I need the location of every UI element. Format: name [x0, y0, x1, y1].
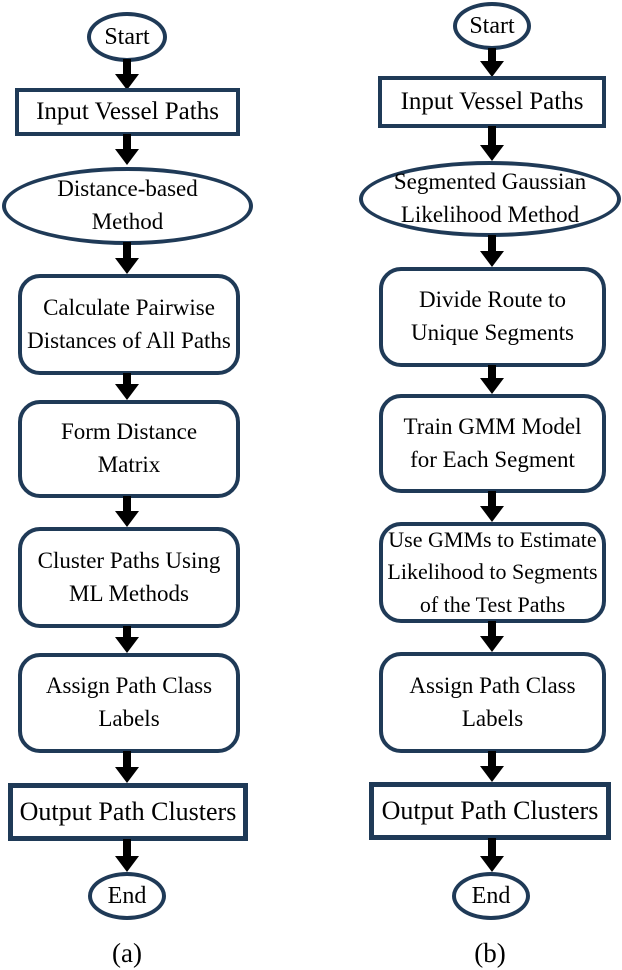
process-box-assign-labels-a: Assign Path Class Labels — [18, 653, 240, 753]
arrow-stem — [488, 126, 496, 146]
node-label: Segmented Gaussian Likelihood Method — [393, 169, 587, 227]
arrow-stem — [488, 838, 496, 857]
process-box-cluster-paths: Cluster Paths Using ML Methods — [18, 527, 240, 628]
node-label: End — [471, 882, 511, 909]
arrow-down-icon — [115, 839, 139, 872]
node-label: Input Vessel Paths — [36, 98, 219, 126]
node-label: Cluster Paths Using ML Methods — [37, 547, 221, 606]
node-label: Divide Route to Unique Segments — [411, 287, 574, 345]
arrow-down-icon — [480, 621, 504, 652]
arrow-head — [115, 384, 139, 400]
arrow-stem — [123, 839, 131, 857]
node-label: End — [107, 882, 147, 909]
start-terminator-a: Start — [87, 12, 167, 62]
arrow-down-icon — [480, 751, 504, 782]
process-box-use-gmms: Use GMMs to Estimate Likelihood to Segme… — [379, 522, 606, 623]
arrow-head — [115, 637, 139, 653]
node-label: Form Distance Matrix — [60, 419, 198, 477]
arrow-down-icon — [480, 48, 504, 77]
arrow-stem — [123, 373, 131, 385]
arrow-down-icon — [115, 496, 139, 527]
end-terminator-a: End — [88, 872, 166, 920]
arrow-head — [480, 766, 504, 782]
output-path-clusters-box-a: Output Path Clusters — [8, 783, 248, 841]
arrow-down-icon — [115, 751, 139, 783]
input-vessel-paths-box-b: Input Vessel Paths — [378, 76, 606, 128]
arrow-down-icon — [480, 491, 504, 522]
process-box-assign-labels-b: Assign Path Class Labels — [379, 652, 606, 753]
caption-b: (b) — [474, 938, 506, 968]
end-terminator-b: End — [452, 872, 530, 920]
arrow-head — [480, 145, 504, 161]
arrow-head — [115, 511, 139, 527]
node-label: Start — [104, 23, 150, 50]
input-vessel-paths-box-a: Input Vessel Paths — [15, 88, 240, 136]
arrow-head — [480, 506, 504, 522]
process-box-divide-route: Divide Route to Unique Segments — [379, 267, 606, 367]
arrow-down-icon — [115, 373, 139, 400]
arrow-head — [115, 856, 139, 872]
arrow-down-icon — [480, 126, 504, 161]
arrow-head — [115, 767, 139, 783]
arrow-down-icon — [115, 134, 139, 165]
arrow-head — [115, 74, 139, 90]
arrow-stem — [488, 365, 496, 379]
arrow-stem — [123, 59, 131, 75]
arrow-down-icon — [115, 242, 139, 274]
method-ellipse-a: Distance-based Method — [2, 167, 253, 245]
arrow-down-icon — [480, 235, 504, 267]
arrow-stem — [123, 626, 131, 638]
arrow-stem — [123, 242, 131, 259]
node-label: Start — [469, 12, 515, 39]
arrow-head — [480, 61, 504, 77]
arrow-head — [115, 258, 139, 274]
arrow-down-icon — [115, 59, 139, 90]
output-path-clusters-box-b: Output Path Clusters — [369, 782, 611, 840]
arrow-head — [480, 378, 504, 394]
process-box-train-gmm: Train GMM Model for Each Segment — [379, 394, 606, 493]
node-label: Assign Path Class Labels — [45, 673, 213, 731]
arrow-stem — [123, 751, 131, 768]
caption-a: (a) — [112, 938, 142, 968]
arrow-head — [480, 636, 504, 652]
node-label: Train GMM Model for Each Segment — [403, 413, 582, 472]
arrow-stem — [123, 496, 131, 512]
node-label: Distance-based Method — [57, 176, 198, 234]
arrow-head — [115, 149, 139, 165]
arrow-stem — [488, 621, 496, 637]
node-label: Use GMMs to Estimate Likelihood to Segme… — [387, 526, 598, 617]
node-label: Input Vessel Paths — [400, 88, 584, 116]
arrow-down-icon — [480, 838, 504, 872]
node-label: Output Path Clusters — [381, 795, 599, 825]
process-box-form-matrix: Form Distance Matrix — [18, 400, 240, 498]
process-box-calc-pairwise: Calculate Pairwise Distances of All Path… — [18, 274, 240, 375]
node-label: Assign Path Class Labels — [409, 672, 576, 731]
arrow-head — [480, 856, 504, 872]
node-label: Output Path Clusters — [19, 796, 237, 826]
arrow-down-icon — [115, 626, 139, 653]
arrow-head — [480, 251, 504, 267]
arrow-stem — [488, 48, 496, 62]
arrow-stem — [488, 235, 496, 252]
arrow-stem — [488, 751, 496, 767]
start-terminator-b: Start — [453, 2, 531, 50]
arrow-down-icon — [480, 365, 504, 394]
node-label: Calculate Pairwise Distances of All Path… — [27, 294, 231, 353]
method-ellipse-b: Segmented Gaussian Likelihood Method — [359, 161, 621, 237]
arrow-stem — [488, 491, 496, 507]
arrow-stem — [123, 134, 131, 150]
